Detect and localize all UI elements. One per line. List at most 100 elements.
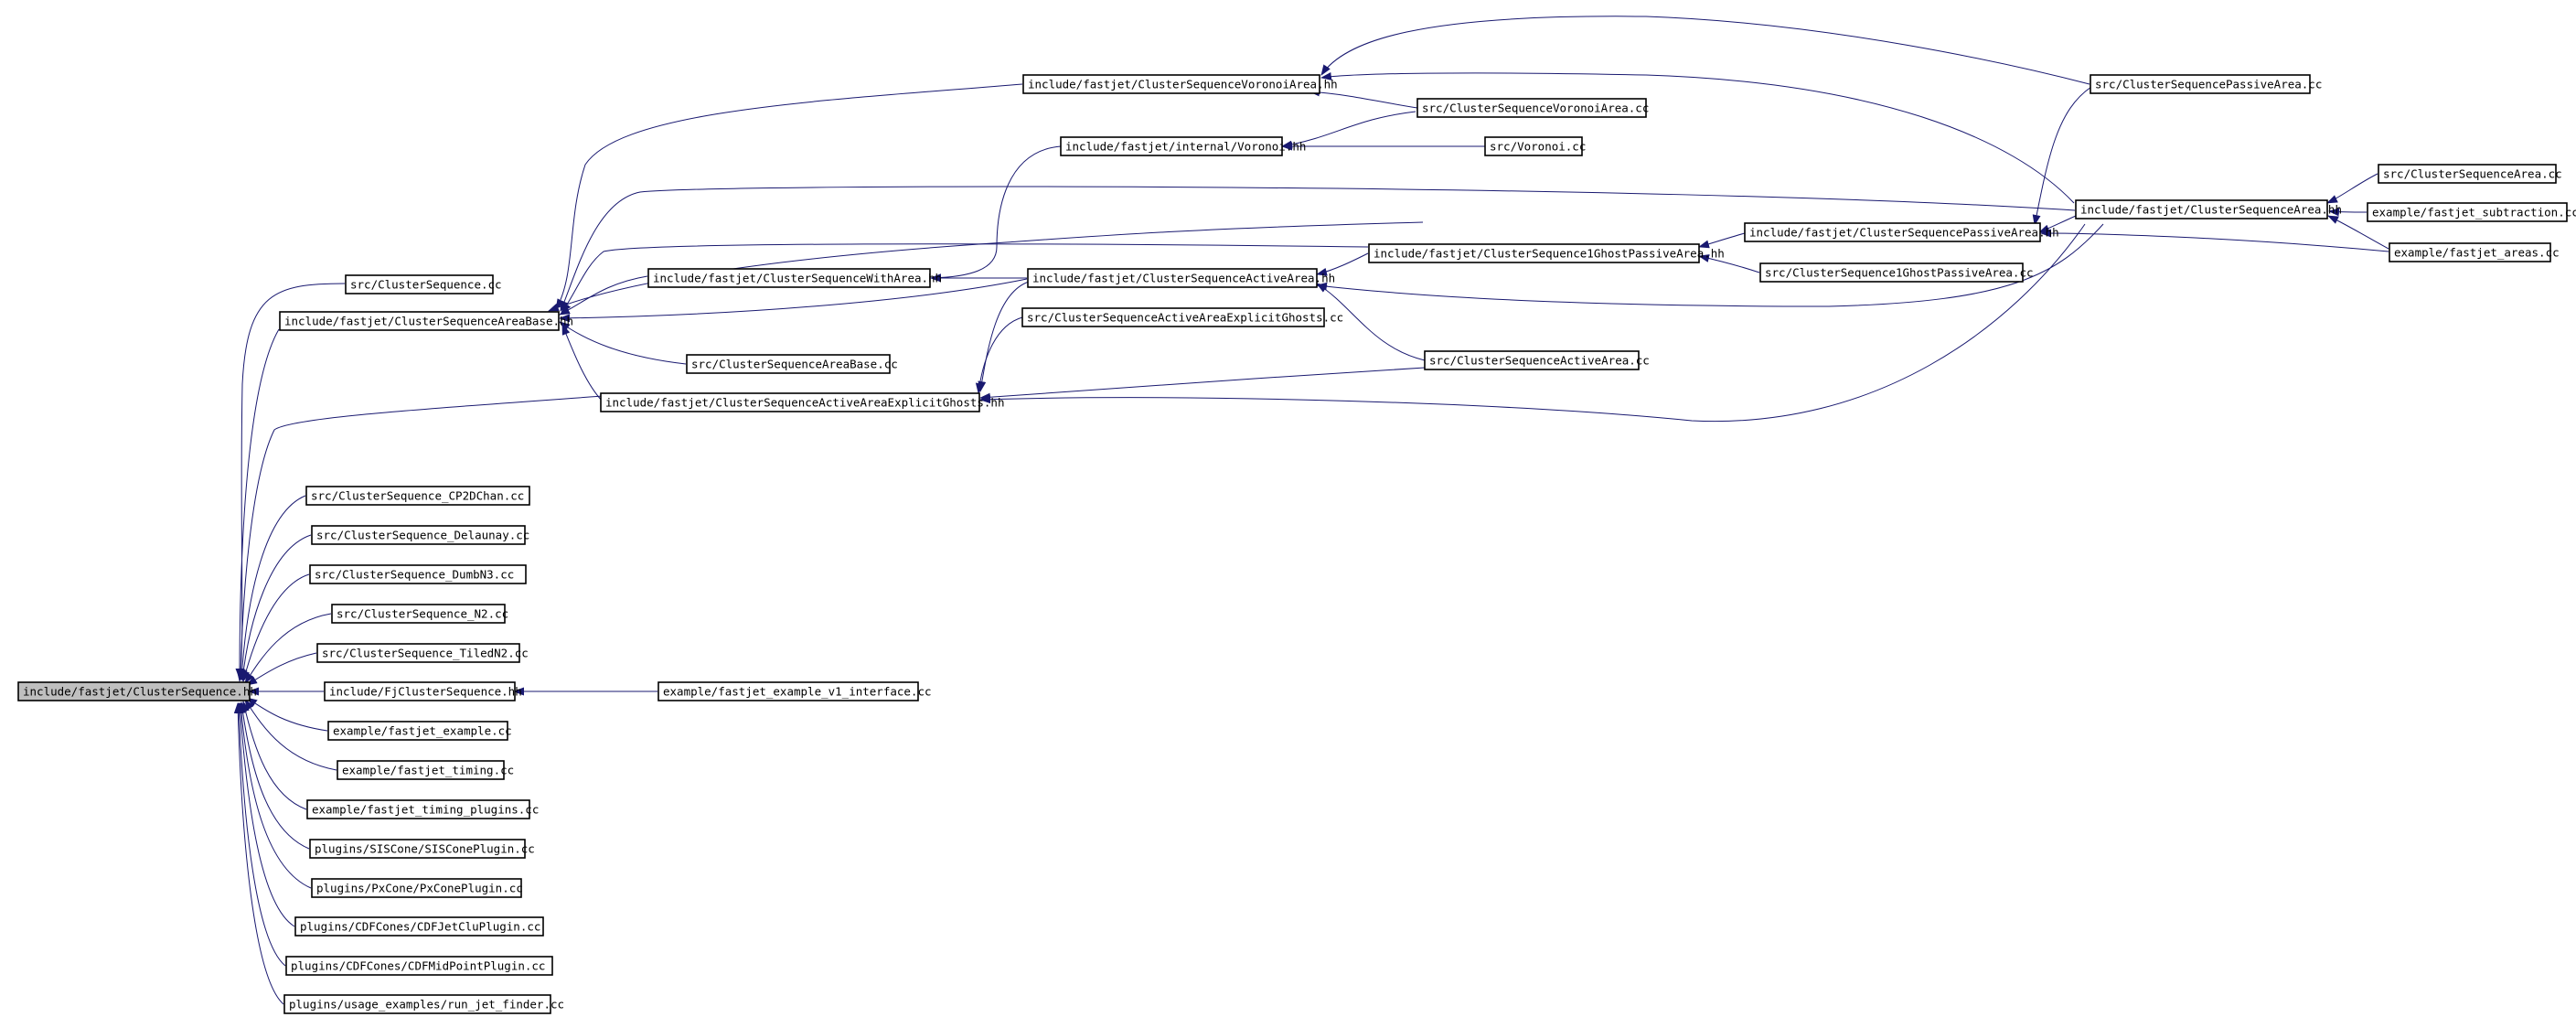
edge-passivearea-hh-to-ghostpassive xyxy=(1698,232,1746,249)
edge-passivearea-cc-to-passivearea-hh xyxy=(2032,86,2092,226)
node-voronoiarea-hh[interactable]: include/fastjet/ClusterSequenceVoronoiAr… xyxy=(1022,74,1338,94)
node-area-hh[interactable]: include/fastjet/ClusterSequenceArea.hh xyxy=(2075,199,2342,219)
edge-activeexplicit-to-areabase xyxy=(561,324,604,403)
node-activearea-hh[interactable]: include/fastjet/ClusterSequenceActiveAre… xyxy=(1027,268,1335,288)
node-n2-cc[interactable]: src/ClusterSequence_N2.cc xyxy=(331,604,508,624)
node-box xyxy=(311,525,526,545)
node-label: src/ClusterSequenceActiveArea.cc xyxy=(1429,354,1650,368)
node-label: include/fastjet/ClusterSequenceVoronoiAr… xyxy=(1028,78,1338,91)
node-cp2dchan-cc[interactable]: src/ClusterSequence_CP2DChan.cc xyxy=(305,486,530,506)
node-label: src/ClusterSequence_N2.cc xyxy=(337,607,508,621)
node-box xyxy=(309,564,527,584)
node-tiledn2-cc[interactable]: src/ClusterSequence_TiledN2.cc xyxy=(316,643,529,663)
node-label: plugins/CDFCones/CDFMidPointPlugin.cc xyxy=(291,959,545,973)
node-label: src/ClusterSequence_TiledN2.cc xyxy=(322,647,529,660)
edge-dumbn3-to-root xyxy=(241,573,310,682)
node-label: src/ClusterSequence_DumbN3.cc xyxy=(315,568,514,582)
node-subtraction-cc[interactable]: example/fastjet_subtraction.cc xyxy=(2367,202,2576,222)
node-area-cc[interactable]: src/ClusterSequenceArea.cc xyxy=(2378,164,2562,184)
edge-areabase-cc-to-areabase xyxy=(559,321,687,365)
node-box xyxy=(17,681,251,701)
node-cdfjetclu-cc[interactable]: plugins/CDFCones/CDFJetCluPlugin.cc xyxy=(294,916,544,937)
node-v1-interface-cc[interactable]: example/fastjet_example_v1_interface.cc xyxy=(657,681,932,701)
node-label: src/Voronoi.cc xyxy=(1490,140,1586,154)
node-delaunay-cc[interactable]: src/ClusterSequence_Delaunay.cc xyxy=(311,525,529,545)
node-voronoi-cc[interactable]: src/Voronoi.cc xyxy=(1484,136,1586,156)
node-root[interactable]: include/fastjet/ClusterSequence.hh xyxy=(17,681,257,701)
node-pxcone-cc[interactable]: plugins/PxCone/PxConePlugin.cc xyxy=(311,878,523,898)
node-label: include/fastjet/ClusterSequence.hh xyxy=(23,685,257,699)
edge-ghostpassive-to-activearea xyxy=(1316,252,1369,276)
node-box xyxy=(331,604,506,624)
node-label: src/ClusterSequencePassiveArea.cc xyxy=(2095,78,2322,91)
node-box xyxy=(1484,136,1583,156)
node-ghostpassive-hh[interactable]: include/fastjet/ClusterSequence1GhostPas… xyxy=(1368,243,1725,263)
node-internal-voronoi-hh[interactable]: include/fastjet/internal/Voronoi.hh xyxy=(1060,136,1306,156)
node-label: example/fastjet_example.cc xyxy=(333,724,512,738)
edge-run-jet-finder-to-root xyxy=(233,702,284,1005)
edge-area-hh-to-voronoiarea xyxy=(1320,71,2075,204)
node-cdfmidpoint-cc[interactable]: plugins/CDFCones/CDFMidPointPlugin.cc xyxy=(285,956,553,976)
edge-cdfjetclu-to-root xyxy=(236,702,295,927)
node-label: include/fastjet/ClusterSequenceActiveAre… xyxy=(1032,272,1335,285)
node-label: include/fastjet/ClusterSequenceAreaBase.… xyxy=(284,315,573,328)
edge-activearea-to-areabase xyxy=(559,278,1028,323)
edge-cs-cc-to-root xyxy=(236,283,346,682)
node-fjcs-hh[interactable]: include/FjClusterSequence.hh xyxy=(324,681,522,701)
edge-ghostpassive-cc-to-ghostpassive xyxy=(1698,254,1760,273)
edge-voronoiarea-to-areabase xyxy=(555,83,1023,310)
node-label: src/ClusterSequence_CP2DChan.cc xyxy=(311,489,524,503)
node-box xyxy=(294,916,544,937)
edge-witharea-to-internal-voronoi xyxy=(930,145,1062,283)
node-dumbn3-cc[interactable]: src/ClusterSequence_DumbN3.cc xyxy=(309,564,527,584)
node-areabase-hh[interactable]: include/fastjet/ClusterSequenceAreaBase.… xyxy=(279,311,573,331)
node-ghostpassive-cc[interactable]: src/ClusterSequence1GhostPassiveArea.cc xyxy=(1759,262,2034,283)
node-box xyxy=(686,354,891,374)
edge-cp2dchan-to-root xyxy=(238,495,306,680)
edge-voronoiarea-cc-to-internal-voronoi xyxy=(1281,111,1416,149)
node-label: example/fastjet_example_v1_interface.cc xyxy=(663,685,932,699)
node-label: plugins/SISCone/SISConePlugin.cc xyxy=(315,842,535,856)
edge-ghostpassive-to-areabase xyxy=(561,243,1369,314)
node-passivearea-hh[interactable]: include/fastjet/ClusterSequencePassiveAr… xyxy=(1744,222,2059,242)
edge-area-hh-to-areabase xyxy=(560,186,2076,312)
edge-cdfmidpoint-to-root xyxy=(234,702,286,967)
node-activeexplicit-hh[interactable]: include/fastjet/ClusterSequenceActiveAre… xyxy=(600,392,1005,412)
edge-areas-to-area-hh xyxy=(2327,215,2389,250)
node-label: src/ClusterSequenceActiveAreaExplicitGho… xyxy=(1027,311,1343,325)
node-box xyxy=(285,956,553,976)
node-label: include/fastjet/ClusterSequenceArea.hh xyxy=(2080,203,2342,217)
edge-areabase-to-root xyxy=(235,328,280,680)
node-box xyxy=(1060,136,1283,156)
node-activeexplicit-cc[interactable]: src/ClusterSequenceActiveAreaExplicitGho… xyxy=(1021,307,1343,327)
node-box xyxy=(316,643,520,663)
node-cs-cc[interactable]: src/ClusterSequence.cc xyxy=(345,274,502,294)
node-label: include/fastjet/internal/Voronoi.hh xyxy=(1065,140,1306,154)
edge-area-hh-to-activeexplicit xyxy=(979,223,2086,423)
node-witharea-hh[interactable]: include/fastjet/ClusterSequenceWithArea.… xyxy=(647,268,942,288)
edge-activearea-hh-to-activeexplicit xyxy=(978,281,1030,392)
node-label: src/ClusterSequenceVoronoiArea.cc xyxy=(1422,102,1649,115)
edge-area-hh-to-activearea xyxy=(1316,223,2104,307)
node-label: include/fastjet/ClusterSequenceWithArea.… xyxy=(653,272,942,285)
node-timing-cc[interactable]: example/fastjet_timing.cc xyxy=(337,760,514,780)
node-activearea-cc[interactable]: src/ClusterSequenceActiveArea.cc xyxy=(1424,350,1650,370)
node-timing-plugins-cc[interactable]: example/fastjet_timing_plugins.cc xyxy=(306,799,539,819)
edge-timing-plugins-to-root xyxy=(241,701,307,810)
node-box xyxy=(306,799,530,819)
node-run-jet-finder-cc[interactable]: plugins/usage_examples/run_jet_finder.cc xyxy=(283,994,564,1014)
node-box xyxy=(327,721,508,741)
node-voronoiarea-cc[interactable]: src/ClusterSequenceVoronoiArea.cc xyxy=(1416,98,1649,118)
edge-example-to-root xyxy=(246,697,328,732)
node-areas-cc[interactable]: example/fastjet_areas.cc xyxy=(2389,242,2560,262)
node-box xyxy=(657,681,919,701)
node-example-cc[interactable]: example/fastjet_example.cc xyxy=(327,721,512,741)
node-passivearea-cc[interactable]: src/ClusterSequencePassiveArea.cc xyxy=(2090,74,2322,94)
edge-pxcone-to-root xyxy=(237,702,312,889)
edge-activeexplicit-cc-to-activeexplicit xyxy=(975,316,1023,394)
node-siscone-cc[interactable]: plugins/SISCone/SISConePlugin.cc xyxy=(309,839,535,859)
node-label: src/ClusterSequence1GhostPassiveArea.cc xyxy=(1765,266,2034,280)
node-areabase-cc[interactable]: src/ClusterSequenceAreaBase.cc xyxy=(686,354,898,374)
edges xyxy=(233,16,2389,1005)
node-label: include/fastjet/ClusterSequencePassiveAr… xyxy=(1749,226,2059,240)
